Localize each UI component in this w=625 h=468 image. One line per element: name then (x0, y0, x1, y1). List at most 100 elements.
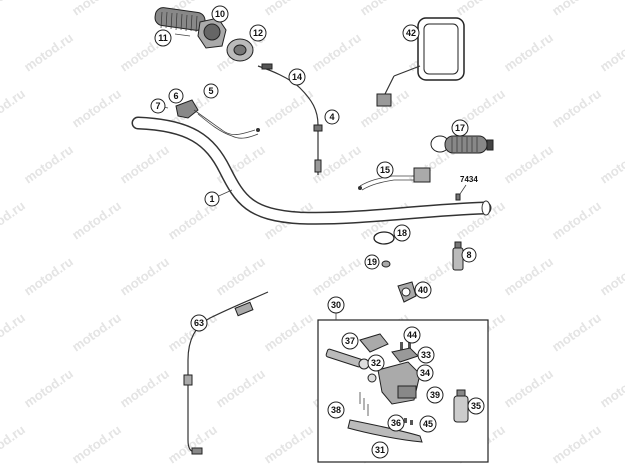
watermark-text: motod.ru (597, 30, 625, 75)
svg-text:10: 10 (215, 9, 225, 19)
callout-35: 35 (467, 397, 485, 415)
callout-42: 42 (402, 24, 420, 42)
callout-layer: 1 4 5 6 7 8 10 11 12 14 15 17 18 19 30 3… (150, 5, 485, 459)
watermark-text: motod.ru (165, 422, 220, 467)
kill-switch (157, 99, 260, 139)
callout-17: 17 (451, 119, 469, 137)
callout-19: 19 (364, 254, 380, 270)
watermark-text: motod.ru (549, 422, 604, 467)
watermark-text: motod.ru (549, 198, 604, 243)
watermark-text: motod.ru (69, 86, 124, 131)
watermark-text: motod.ru (309, 254, 364, 299)
svg-text:18: 18 (397, 228, 407, 238)
svg-text:38: 38 (331, 405, 341, 415)
svg-text:31: 31 (375, 445, 385, 455)
svg-text:63: 63 (194, 318, 204, 328)
callout-37: 37 (341, 332, 359, 350)
watermark-text: motod.ru (21, 142, 76, 187)
callout-30: 30 (327, 296, 345, 314)
callout-39: 39 (426, 386, 444, 404)
throttle-cover (226, 38, 254, 62)
watermark-text: motod.ru (501, 142, 556, 187)
callout-6: 6 (168, 88, 184, 104)
callout-34: 34 (416, 364, 434, 382)
svg-text:34: 34 (420, 368, 430, 378)
small-bolt (455, 193, 461, 201)
throttle-grip (154, 7, 206, 37)
watermark-text: motod.ru (21, 254, 76, 299)
watermark-text: motod.ru (0, 86, 28, 131)
watermark-text: motod.ru (549, 0, 604, 18)
callout-7: 7 (150, 98, 166, 114)
fluid-bottle (452, 241, 464, 271)
callout-10: 10 (211, 5, 229, 23)
watermark-text: motod.ru (357, 0, 412, 18)
svg-text:5: 5 (208, 86, 213, 96)
svg-text:35: 35 (471, 401, 481, 411)
svg-text:42: 42 (406, 28, 416, 38)
master-cylinder-parts (325, 333, 469, 443)
callout-45: 45 (419, 415, 437, 433)
watermark-text: motod.ru (213, 254, 268, 299)
watermark-text: motod.ru (549, 86, 604, 131)
svg-text:40: 40 (418, 285, 428, 295)
watermark-text: motod.ru (453, 0, 508, 18)
callout-12: 12 (249, 24, 267, 42)
watermark-text: motod.ru (597, 142, 625, 187)
callout-4: 4 (324, 109, 340, 125)
watermark-text: motod.ru (117, 366, 172, 411)
svg-text:6: 6 (173, 91, 178, 101)
svg-text:19: 19 (367, 257, 377, 267)
svg-text:11: 11 (158, 33, 168, 43)
washer (381, 260, 391, 268)
svg-text:14: 14 (292, 72, 302, 82)
clamp (397, 281, 417, 303)
part-number-label: 7434 (459, 175, 478, 195)
svg-text:7: 7 (155, 101, 160, 111)
watermark-text: motod.ru (261, 422, 316, 467)
throttle-housing (197, 17, 227, 49)
watermark-text: motod.ru (597, 254, 625, 299)
svg-text:44: 44 (407, 330, 417, 340)
svg-text:32: 32 (371, 358, 381, 368)
watermark-text: motod.ru (549, 310, 604, 355)
callout-18: 18 (393, 224, 411, 242)
watermark-text: motod.ru (69, 198, 124, 243)
callout-40: 40 (414, 281, 432, 299)
throttle-cable (257, 63, 323, 175)
watermark-text: motod.ru (69, 422, 124, 467)
svg-text:45: 45 (423, 419, 433, 429)
svg-text:1: 1 (209, 194, 214, 204)
handlebar (131, 116, 492, 225)
watermark-text: motod.ru (501, 30, 556, 75)
callout-36: 36 (387, 414, 405, 432)
watermark-text: motod.ru (0, 310, 28, 355)
svg-text:15: 15 (380, 165, 390, 175)
svg-text:17: 17 (455, 123, 465, 133)
watermark-text: motod.ru (597, 366, 625, 411)
callout-15: 15 (376, 161, 394, 179)
clutch-cable (183, 291, 269, 455)
watermark-text: motod.ru (0, 0, 28, 18)
watermark-text: motod.ru (261, 310, 316, 355)
callout-32: 32 (367, 354, 385, 372)
svg-text:7434: 7434 (460, 175, 478, 184)
svg-text:30: 30 (331, 300, 341, 310)
callout-33: 33 (417, 346, 435, 364)
watermark-text: motod.ru (117, 142, 172, 187)
mirror (376, 17, 465, 107)
svg-text:8: 8 (466, 250, 471, 260)
watermark-text: motod.ru (21, 30, 76, 75)
left-grip (430, 135, 494, 154)
watermark-text: motod.ru (501, 254, 556, 299)
callout-5: 5 (203, 83, 219, 99)
watermark-text: motod.ru (261, 86, 316, 131)
watermark-text: motod.ru (0, 422, 28, 467)
watermark-text: motod.ru (69, 310, 124, 355)
watermark-text: motod.ru (69, 0, 124, 18)
svg-text:12: 12 (253, 28, 263, 38)
svg-text:39: 39 (430, 390, 440, 400)
callout-38: 38 (327, 401, 345, 419)
